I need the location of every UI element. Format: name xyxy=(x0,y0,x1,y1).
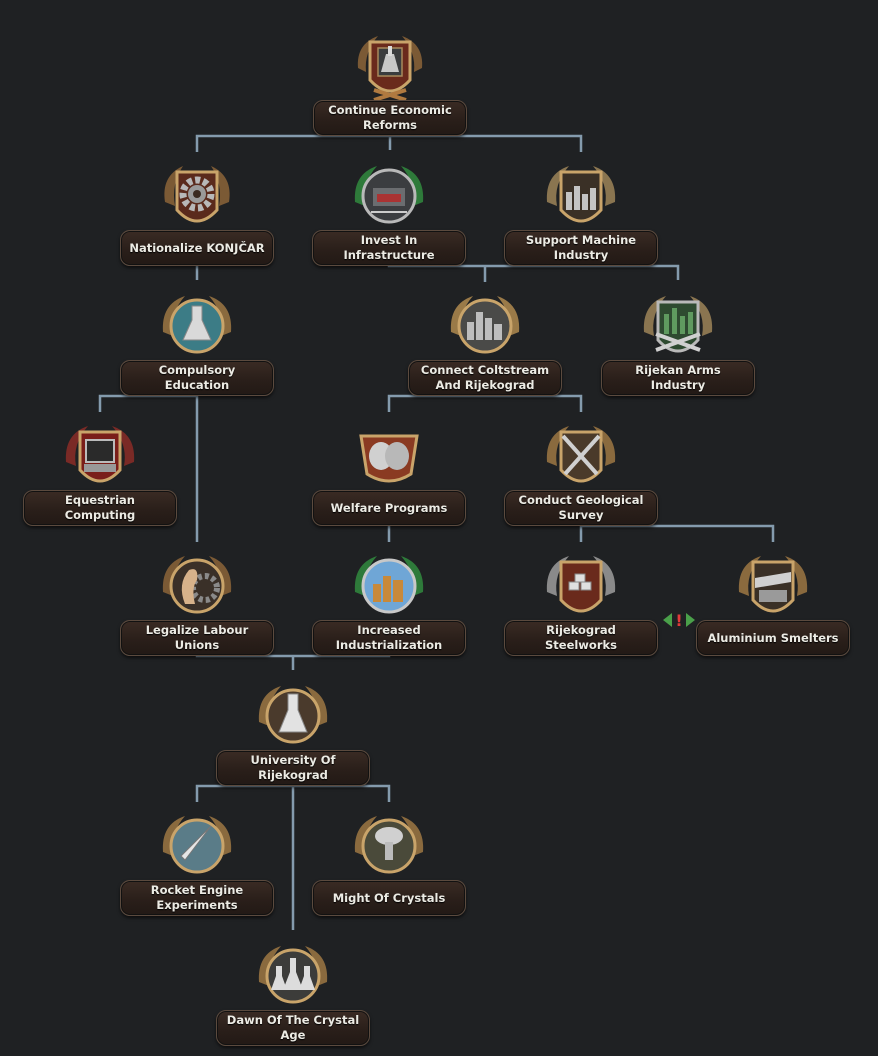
crossed-shovels-icon xyxy=(539,418,623,502)
focus-might-of-crystals[interactable]: Might Of Crystals xyxy=(312,816,466,916)
focus-rijekan-arms-industry[interactable]: Rijekan Arms Industry xyxy=(601,296,755,396)
focus-label: Legalize Labour Unions xyxy=(120,620,274,656)
city-skyline-icon xyxy=(443,288,527,372)
focus-invest-in-infrastructure[interactable]: Invest In Infrastructure xyxy=(312,166,466,266)
rail-infrastructure-icon xyxy=(347,158,431,242)
focus-compulsory-education[interactable]: Compulsory Education xyxy=(120,296,274,396)
focus-dawn-of-the-crystal-age[interactable]: Dawn Of The Crystal Age xyxy=(216,946,370,1046)
focus-aluminium-smelters[interactable]: Aluminium Smelters xyxy=(696,556,850,656)
focus-rijekograd-steelworks[interactable]: Rijekograd Steelworks xyxy=(504,556,658,656)
focus-label: Increased Industrialization xyxy=(312,620,466,656)
focus-label: Rijekan Arms Industry xyxy=(601,360,755,396)
computer-terminal-icon xyxy=(58,418,142,502)
factory-city-icon xyxy=(539,158,623,242)
focus-legalize-labour-unions[interactable]: Legalize Labour Unions xyxy=(120,556,274,656)
focus-label: Invest In Infrastructure xyxy=(312,230,466,266)
mushroom-cloud-icon xyxy=(347,808,431,892)
factory-worker-icon xyxy=(348,28,432,112)
focus-support-machine-industry[interactable]: Support Machine Industry xyxy=(504,166,658,266)
mutually-exclusive-icon: ! xyxy=(663,610,695,630)
focus-label: Might Of Crystals xyxy=(312,880,466,916)
focus-conduct-geological-survey[interactable]: Conduct Geological Survey xyxy=(504,426,658,526)
focus-label: Support Machine Industry xyxy=(504,230,658,266)
focus-university-of-rijekograd[interactable]: University Of Rijekograd xyxy=(216,686,370,786)
flask-icon xyxy=(251,678,335,762)
crossed-rifles-icon xyxy=(636,288,720,372)
three-flasks-icon xyxy=(251,938,335,1022)
focus-label: Rocket Engine Experiments xyxy=(120,880,274,916)
focus-label: Connect Coltstream And Rijekograd xyxy=(408,360,562,396)
focus-label: Rijekograd Steelworks xyxy=(504,620,658,656)
focus-label: Welfare Programs xyxy=(312,490,466,526)
focus-label: Aluminium Smelters xyxy=(696,620,850,656)
focus-welfare-programs[interactable]: Welfare Programs xyxy=(312,434,466,526)
focus-nationalize-konjcar[interactable]: Nationalize KONJČAR xyxy=(120,166,274,266)
exclusive-marker-text: ! xyxy=(675,611,682,630)
flask-icon xyxy=(155,288,239,372)
focus-equestrian-computing[interactable]: Equestrian Computing xyxy=(23,426,177,526)
industrial-city-icon xyxy=(347,548,431,632)
pony-gear-icon xyxy=(155,548,239,632)
clasped-hooves-icon xyxy=(347,418,431,502)
focus-label: Nationalize KONJČAR xyxy=(120,230,274,266)
focus-label: Compulsory Education xyxy=(120,360,274,396)
focus-label: Conduct Geological Survey xyxy=(504,490,658,526)
focus-continue-economic-reforms[interactable]: Continue Economic Reforms xyxy=(313,36,467,136)
focus-increased-industrialization[interactable]: Increased Industrialization xyxy=(312,556,466,656)
focus-label: University Of Rijekograd xyxy=(216,750,370,786)
focus-label: Dawn Of The Crystal Age xyxy=(216,1010,370,1046)
focus-label: Equestrian Computing xyxy=(23,490,177,526)
focus-label: Continue Economic Reforms xyxy=(313,100,467,136)
focus-connect-coltstream-and-rijekograd[interactable]: Connect Coltstream And Rijekograd xyxy=(408,296,562,396)
steel-ingots-icon xyxy=(539,548,623,632)
rocket-icon xyxy=(155,808,239,892)
focus-rocket-engine-experiments[interactable]: Rocket Engine Experiments xyxy=(120,816,274,916)
smelter-icon xyxy=(731,548,815,632)
gear-icon xyxy=(155,158,239,242)
